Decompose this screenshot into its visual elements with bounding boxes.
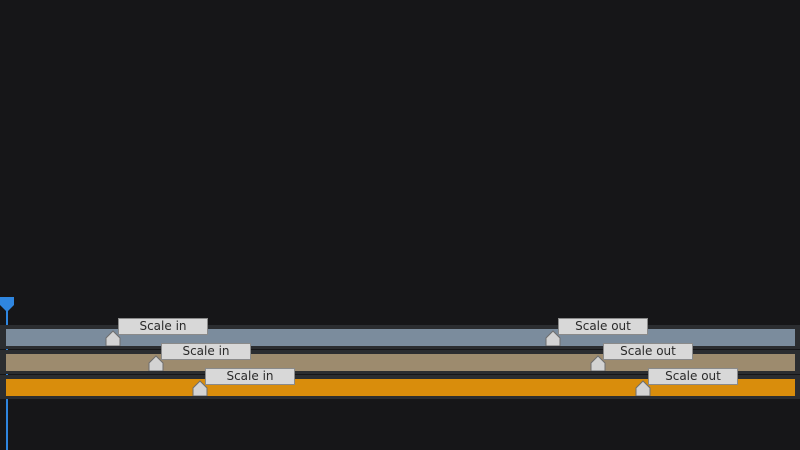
scale-in-label-3[interactable]: Scale in bbox=[205, 368, 295, 385]
scale-out-label-2[interactable]: Scale out bbox=[603, 343, 693, 360]
scale-out-label-3[interactable]: Scale out bbox=[648, 368, 738, 385]
scale-in-label-2[interactable]: Scale in bbox=[161, 343, 251, 360]
scale-in-keyframe-marker-icon[interactable] bbox=[148, 355, 164, 371]
scale-out-keyframe-marker-icon[interactable] bbox=[635, 380, 651, 396]
scale-in-keyframe-marker-icon[interactable] bbox=[192, 380, 208, 396]
playhead-handle-icon[interactable] bbox=[0, 297, 14, 313]
scale-out-label-1[interactable]: Scale out bbox=[558, 318, 648, 335]
scale-out-keyframe-marker-icon[interactable] bbox=[545, 330, 561, 346]
scale-in-keyframe-marker-icon[interactable] bbox=[105, 330, 121, 346]
scale-out-keyframe-marker-icon[interactable] bbox=[590, 355, 606, 371]
scale-in-label-1[interactable]: Scale in bbox=[118, 318, 208, 335]
